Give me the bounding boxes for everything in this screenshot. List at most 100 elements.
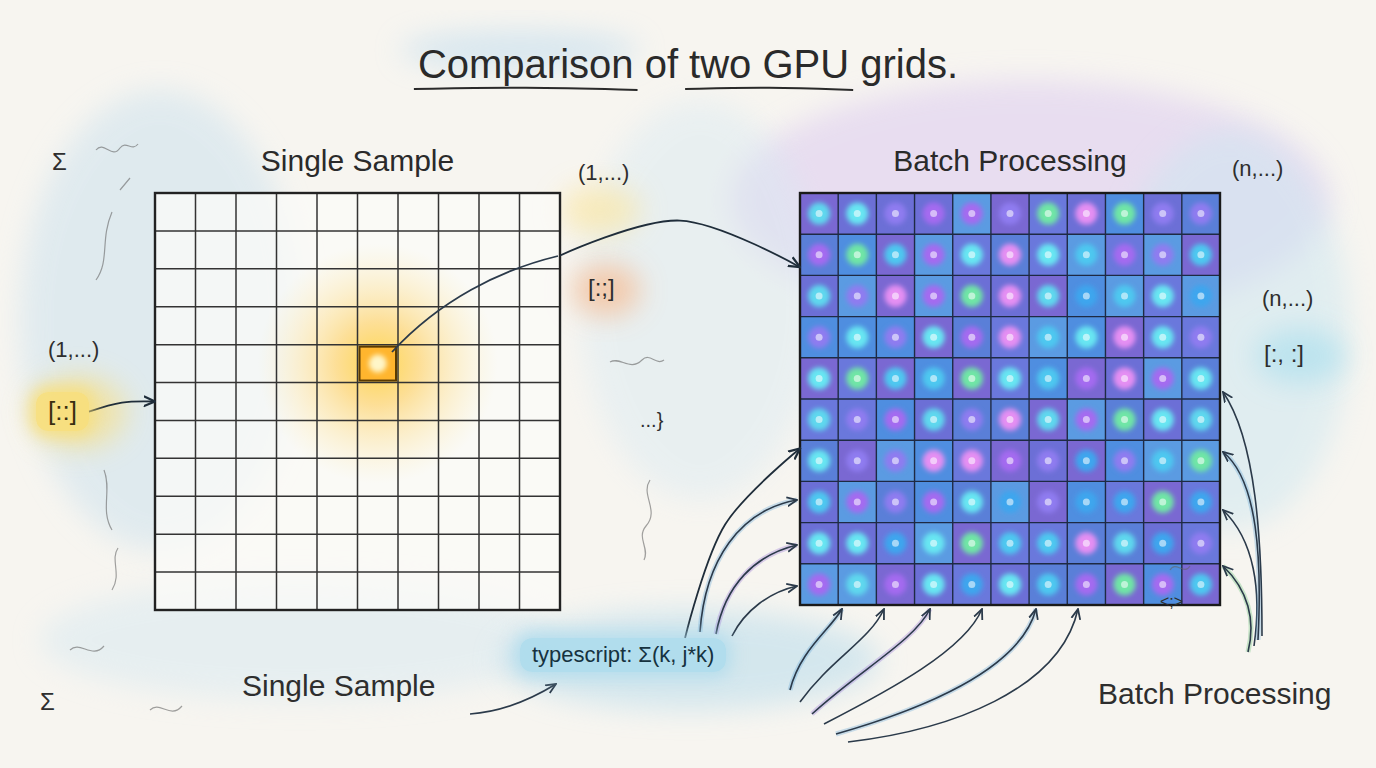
dot-highlight bbox=[1083, 499, 1090, 506]
grid-cell bbox=[1029, 481, 1067, 522]
grid-line bbox=[155, 420, 560, 422]
thread-dot bbox=[808, 285, 830, 307]
grid-cell bbox=[953, 523, 991, 564]
thread-dot bbox=[961, 409, 983, 431]
dot-highlight bbox=[1197, 334, 1204, 341]
thread-dot bbox=[884, 326, 906, 348]
thread-dot bbox=[923, 367, 945, 389]
dot-highlight bbox=[1045, 540, 1052, 547]
grid-cell bbox=[915, 193, 953, 234]
grid-line bbox=[800, 233, 1220, 234]
dot-highlight bbox=[854, 293, 861, 300]
badge-text: [::] bbox=[48, 396, 77, 427]
thread-dot bbox=[1114, 285, 1136, 307]
single-sample-grid bbox=[155, 193, 560, 610]
grid-cell bbox=[1067, 317, 1105, 358]
grid-cell bbox=[838, 399, 876, 440]
dot-highlight bbox=[1121, 251, 1128, 258]
dot-highlight bbox=[1083, 375, 1090, 382]
grid-cell bbox=[838, 481, 876, 522]
grid-cell bbox=[953, 481, 991, 522]
grid-cell bbox=[838, 523, 876, 564]
dot-highlight bbox=[1197, 375, 1204, 382]
dot-highlight bbox=[854, 540, 861, 547]
dot-highlight bbox=[892, 416, 899, 423]
dot-highlight bbox=[968, 210, 975, 217]
thread-dot bbox=[923, 450, 945, 472]
dot-highlight bbox=[1045, 581, 1052, 588]
thread-dot bbox=[961, 491, 983, 513]
dot-highlight bbox=[854, 416, 861, 423]
thread-dot bbox=[846, 450, 868, 472]
thread-dot bbox=[808, 491, 830, 513]
grid-line bbox=[155, 458, 560, 460]
grid-cell bbox=[1029, 440, 1067, 481]
dot-highlight bbox=[1007, 540, 1014, 547]
grid-cell bbox=[1182, 317, 1220, 358]
dot-highlight bbox=[1045, 334, 1052, 341]
dot-highlight bbox=[854, 457, 861, 464]
grid-line bbox=[800, 357, 1220, 358]
dot-highlight bbox=[816, 375, 823, 382]
grid-cell bbox=[991, 399, 1029, 440]
grid-cell bbox=[953, 564, 991, 605]
dot-highlight bbox=[1083, 540, 1090, 547]
thread-dot bbox=[1190, 285, 1212, 307]
svg-path bbox=[642, 480, 651, 560]
grid-cell bbox=[915, 399, 953, 440]
thread-dot bbox=[923, 409, 945, 431]
grid-cell bbox=[1029, 317, 1067, 358]
thread-dot bbox=[923, 573, 945, 595]
dot-highlight bbox=[1197, 457, 1204, 464]
thread-dot bbox=[923, 203, 945, 225]
grid-cell bbox=[800, 399, 838, 440]
thread-dot bbox=[1190, 532, 1212, 554]
dot-highlight bbox=[968, 581, 975, 588]
grid-cell bbox=[1105, 193, 1143, 234]
thread-dot bbox=[884, 367, 906, 389]
dot-highlight bbox=[1083, 251, 1090, 258]
grid-cell bbox=[876, 481, 914, 522]
dot-highlight bbox=[930, 581, 937, 588]
dot-highlight bbox=[1045, 499, 1052, 506]
dot-highlight bbox=[1159, 499, 1166, 506]
grid-line bbox=[235, 193, 237, 610]
dot-highlight bbox=[892, 210, 899, 217]
grid-line bbox=[155, 496, 560, 498]
dot-highlight bbox=[892, 293, 899, 300]
grid-cell bbox=[915, 523, 953, 564]
svg-ellipse bbox=[1255, 328, 1345, 384]
dot-highlight bbox=[892, 581, 899, 588]
thread-dot bbox=[961, 244, 983, 266]
grid-cell bbox=[1105, 275, 1143, 316]
grid-ground bbox=[155, 193, 560, 610]
svg-ellipse bbox=[560, 185, 640, 235]
grid-cell bbox=[1029, 275, 1067, 316]
thread-dot bbox=[846, 244, 868, 266]
thread-dot bbox=[999, 285, 1021, 307]
dot-highlight bbox=[1045, 457, 1052, 464]
thread-dot bbox=[1114, 203, 1136, 225]
thread-dot bbox=[961, 532, 983, 554]
dot-highlight bbox=[930, 251, 937, 258]
svg-ellipse bbox=[30, 376, 126, 448]
grid-cell bbox=[1105, 523, 1143, 564]
dot-highlight bbox=[854, 251, 861, 258]
thread-dot bbox=[961, 326, 983, 348]
fan-arrows bbox=[392, 256, 1262, 742]
dot-highlight bbox=[892, 251, 899, 258]
svg-path bbox=[104, 470, 118, 590]
svg-ellipse bbox=[572, 264, 640, 316]
grid-cell bbox=[1067, 399, 1105, 440]
grid-cell bbox=[1067, 234, 1105, 275]
grid-cell bbox=[838, 234, 876, 275]
thread-dot bbox=[884, 573, 906, 595]
thread-dot bbox=[1152, 326, 1174, 348]
thread-dot bbox=[1037, 573, 1059, 595]
batch-grid bbox=[800, 193, 1220, 605]
svg-path bbox=[790, 609, 842, 690]
dot-highlight bbox=[1159, 334, 1166, 341]
grid-cell bbox=[1144, 481, 1182, 522]
annotation-label: (n,...) bbox=[1262, 286, 1313, 312]
grid-line bbox=[800, 316, 1220, 317]
